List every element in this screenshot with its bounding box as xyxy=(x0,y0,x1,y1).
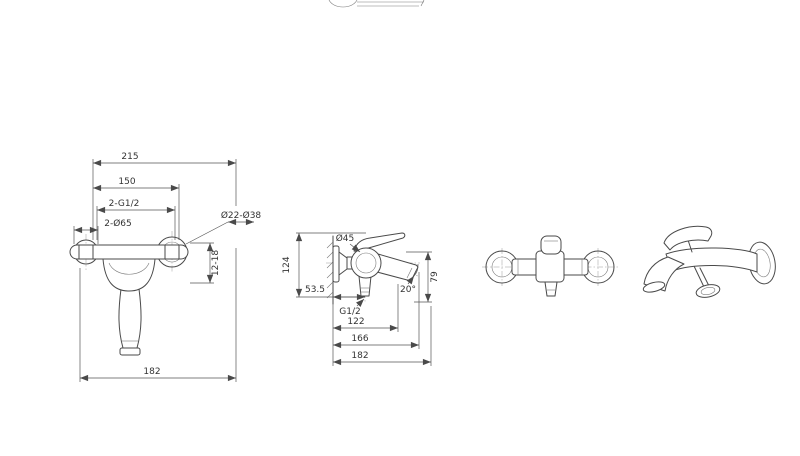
handle-stem-3d xyxy=(687,239,693,253)
dim-reach-166: 166 xyxy=(333,272,420,349)
wall-escutcheon-side xyxy=(332,245,340,283)
dim-label-outlet-height: 79 xyxy=(430,271,440,283)
mixer-body-bar xyxy=(69,244,189,260)
spout-outlet-3d xyxy=(642,281,666,293)
dim-hole-centers: 150 xyxy=(93,177,180,240)
lower-flange-3d-inner xyxy=(700,286,716,296)
dim-overall-height: 124 xyxy=(282,232,366,298)
side-view-dimensions: Ø45 124 53.5 G1/2 122 xyxy=(282,232,440,366)
dim-label-overall-bottom: 182 xyxy=(143,367,160,377)
right-union-nut xyxy=(164,244,180,260)
handle-knob xyxy=(540,235,562,255)
dim-inlet-threads: 2-G1/2 xyxy=(96,199,176,240)
dim-label-spout-angle: 20° xyxy=(400,285,416,295)
dim-overall-width: 215 xyxy=(92,152,237,240)
top-view xyxy=(482,235,618,297)
front-view-dimensions: 215 150 2-G1/2 2-Ø65 Ø xyxy=(73,152,262,382)
dim-label-reach-122: 122 xyxy=(347,317,364,327)
cropped-top-artifact xyxy=(328,0,425,8)
dim-spout-angle: 20° xyxy=(400,263,419,295)
dim-label-overall-height: 124 xyxy=(282,256,292,273)
dim-body-diameter: Ø45 xyxy=(336,233,361,253)
spout-side xyxy=(376,253,419,282)
dim-flange-diameter: 2-Ø65 xyxy=(73,218,132,244)
dim-escutcheon-diameter: Ø22-Ø38 xyxy=(185,210,262,245)
dim-reach-122: 122 xyxy=(332,284,399,366)
valve-body-side xyxy=(350,247,382,279)
valve-body-inner xyxy=(355,252,377,274)
dim-label-escutcheon-diameter: Ø22-Ø38 xyxy=(221,210,262,221)
escutcheon-cone xyxy=(338,251,348,276)
shower-outlet-stub xyxy=(358,275,372,297)
cartridge-housing xyxy=(535,250,565,283)
left-union-nut xyxy=(78,244,94,260)
side-view-object xyxy=(326,232,420,305)
perspective-view xyxy=(642,225,776,298)
dim-overall-bottom: 182 xyxy=(79,248,237,382)
dim-wall-offset: 53.5 xyxy=(305,285,365,301)
front-view-object xyxy=(69,231,189,356)
dim-outlet-thread: G1/2 xyxy=(339,298,365,317)
dim-label-hole-centers: 150 xyxy=(118,177,135,187)
dim-label-flange-diameter: 2-Ø65 xyxy=(104,218,132,229)
dim-label-reach-166: 166 xyxy=(351,334,368,344)
outlet-stub xyxy=(544,281,558,297)
dim-label-wall-offset: 53.5 xyxy=(305,285,325,295)
dim-reach-182: 182 xyxy=(333,306,432,366)
spout-front xyxy=(118,288,142,349)
dim-label-reach-182: 182 xyxy=(351,351,368,361)
dim-outlet-height: 79 xyxy=(406,251,440,303)
dim-label-inlet-threads: 2-G1/2 xyxy=(109,199,140,209)
dim-label-wall-adjust: 12-18 xyxy=(211,250,221,276)
dim-wall-adjust: 12-18 xyxy=(190,242,221,284)
dim-label-body-diameter: Ø45 xyxy=(336,233,355,244)
side-view: Ø45 124 53.5 G1/2 122 xyxy=(282,232,440,366)
handle-paddle-3d xyxy=(663,225,713,251)
front-view: 215 150 2-G1/2 2-Ø65 Ø xyxy=(69,152,262,382)
handle-front-arc xyxy=(108,262,150,275)
dim-label-overall-width: 215 xyxy=(121,152,138,162)
wall-hatching xyxy=(326,241,334,299)
body-3d xyxy=(665,247,758,273)
lower-union-pipe xyxy=(693,265,705,288)
spout-outlet xyxy=(119,347,141,356)
dim-label-outlet-thread: G1/2 xyxy=(339,307,360,317)
mixer-body xyxy=(102,258,156,292)
lower-flange-3d xyxy=(695,284,721,298)
